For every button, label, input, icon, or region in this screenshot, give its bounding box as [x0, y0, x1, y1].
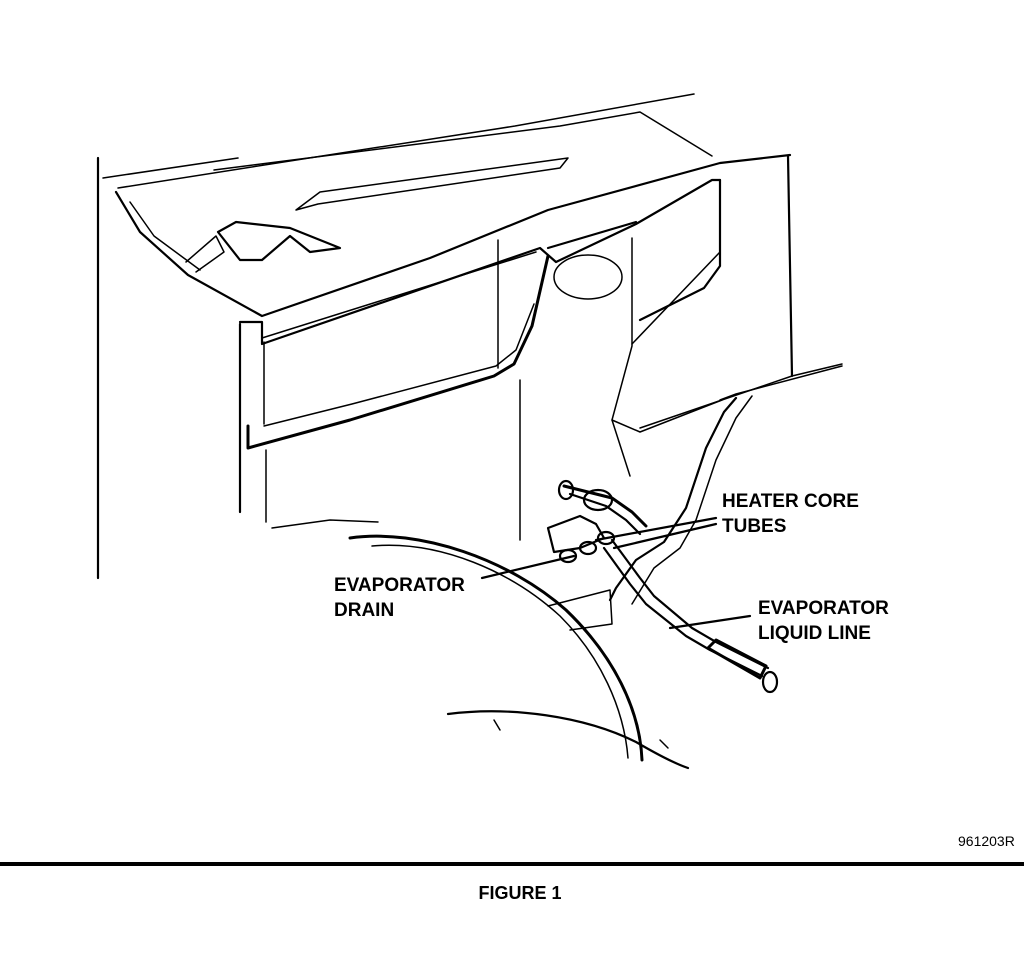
figure-caption: FIGURE 1: [478, 883, 562, 903]
evaporator-drain-label: EVAPORATOR DRAIN: [334, 573, 465, 623]
leader-heater-core-1: [594, 516, 718, 542]
right-outer-vertical: [786, 154, 794, 378]
dash-top-back: [213, 111, 713, 171]
upper-left-edge: [102, 157, 239, 179]
heater-tube-stub-1: [558, 548, 578, 564]
glovebox-inner: [263, 303, 535, 427]
evaporator-liquid-line-label: EVAPORATOR LIQUID LINE: [758, 596, 889, 646]
right-panel-top: [546, 220, 638, 250]
wheel-arch-inner: [371, 544, 629, 759]
heater-tube-upper-2: [568, 492, 642, 536]
evaporator-liquid-line-line-1: EVAPORATOR: [758, 598, 889, 619]
panel-lower-edge: [271, 519, 379, 529]
evaporator-drain-line-2: DRAIN: [334, 600, 395, 621]
liquid-line-inner: [610, 538, 770, 670]
tunnel-inner: [631, 395, 753, 605]
heater-tube-stub-3: [596, 530, 616, 546]
heater-core-tubes-line-1: HEATER CORE: [722, 491, 859, 512]
lower-sweep-hatch-1: [493, 719, 501, 731]
dash-lip-inner: [261, 251, 537, 339]
dash-top-groove: [129, 201, 201, 271]
floor-shelf: [547, 589, 613, 631]
dash-block-edge: [185, 235, 225, 273]
access-hole: [553, 254, 623, 300]
liquid-line-fitting: [706, 638, 768, 680]
divider-rule: [0, 862, 1024, 866]
reference-code: 961203R: [958, 833, 1015, 849]
right-panel-diagonal: [611, 237, 633, 477]
floor-edge-upper: [639, 363, 843, 429]
dash-top-inner: [117, 93, 695, 189]
right-panel-lower: [611, 399, 723, 433]
dash-block: [216, 220, 342, 262]
right-panel-right-edge: [638, 178, 722, 322]
lower-sweep-hatch-2: [659, 739, 669, 749]
dash-top-outer: [114, 153, 792, 318]
floor-edge-lower: [719, 365, 843, 401]
heater-fitting-nut: [582, 488, 614, 512]
heater-fitting-end: [557, 479, 575, 501]
evaporator-drain-line-1: EVAPORATOR: [334, 575, 465, 596]
leader-evaporator-drain: [480, 554, 576, 580]
heater-core-tubes-line-2: TUBES: [722, 516, 787, 537]
liquid-line-outer: [602, 546, 764, 678]
right-panel-face: [631, 251, 721, 345]
dash-top-vent: [295, 157, 569, 211]
glovebox-outer: [246, 254, 550, 450]
evaporator-liquid-line-line-2: LIQUID LINE: [758, 623, 871, 644]
liquid-line-end: [761, 670, 779, 694]
tunnel-outer: [608, 396, 738, 602]
lower-sweep: [446, 710, 690, 770]
wheel-arch: [348, 534, 644, 762]
dash-lip: [238, 178, 722, 346]
leader-heater-core-2: [612, 522, 718, 550]
leader-liquid-line: [668, 614, 752, 630]
heater-core-tubes-label: HEATER CORE TUBES: [722, 489, 859, 539]
heater-tube-stub-2: [578, 540, 598, 556]
